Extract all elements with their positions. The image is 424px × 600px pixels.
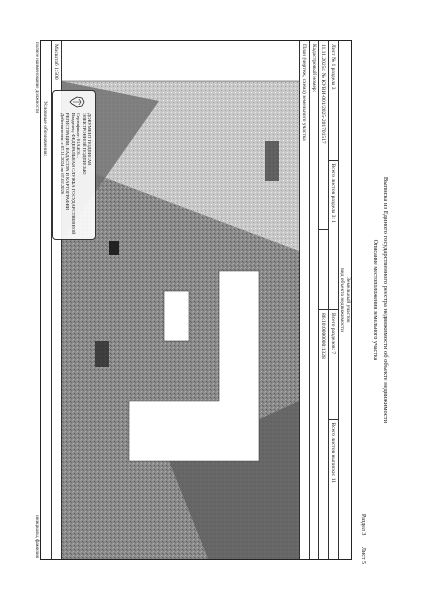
sheet-label: Лист 5 — [360, 546, 366, 564]
total-sheets-section: Всего листов раздела 3: 1 — [329, 160, 338, 310]
electronic-signature-stamp: ДОКУМЕНТ ПОДПИСАН ЭЛЕКТРОННОЙ ПОДПИСЬЮ С… — [52, 90, 96, 240]
table-row-plan: План (чертеж, схема) земельного участка — [299, 41, 309, 559]
table-title: Земельный участок вид объекта недвижимос… — [338, 41, 351, 559]
coat-of-arms-icon — [69, 96, 85, 108]
stamp-line-1: ДОКУМЕНТ ПОДПИСАН — [87, 113, 92, 166]
stamp-line-4: Владелец: ФЕДЕРАЛЬНАЯ СЛУЖБА ГОСУДАРСТВЕ… — [70, 113, 76, 235]
total-sections: Всего разделов: 7 — [329, 309, 338, 420]
land-plot-plan-image — [61, 41, 299, 559]
sheet-info: Раздел 3 Лист 5 — [360, 504, 366, 564]
legend-label: Условные обозначения: — [42, 101, 48, 157]
table-row-date: 11.11.2025г. № КУВИ-001/2025-201701517 8… — [318, 41, 328, 559]
plan-label: План (чертеж, схема) земельного участка — [301, 44, 308, 141]
cadastral-number: 86:10:0000000:1328 — [320, 312, 327, 359]
object-type-caption: вид объекта недвижимости — [339, 268, 345, 332]
table-row-sheets: Лист № 1 раздела 3 Всего листов раздела … — [328, 41, 338, 559]
section-label: Раздел 3 — [360, 513, 366, 536]
plan-scan-graphic — [61, 41, 299, 559]
document-header-title: Выписка из Единого государственного реес… — [382, 176, 389, 424]
rotated-document: Выписка из Единого государственного реес… — [32, 30, 392, 570]
date-number: 11.11.2025г. № КУВИ-001/2025-201701517 — [319, 41, 328, 231]
extract-table: Земельный участок вид объекта недвижимос… — [40, 40, 352, 560]
position-caption: полное наименование должности — [34, 42, 39, 114]
table-row-cadastral-label: Кадастровый номер: — [309, 41, 318, 559]
cadastral-label: Кадастровый номер: — [311, 44, 317, 93]
stamp-line-6: Действителен: с 07.11.2024 по 07.02.2026 — [59, 113, 65, 195]
object-type: Земельный участок — [345, 277, 351, 323]
stamp-line-2: ЭЛЕКТРОННОЙ ПОДПИСЬЮ — [81, 113, 87, 175]
total-sheets-extract: Всего листов выписки: 11 — [330, 422, 337, 484]
document-header-subtitle: Описание местоположения земельного участ… — [372, 239, 378, 361]
name-caption: инициалы, фамилия — [34, 515, 39, 558]
sheet-of-section: Лист № 1 раздела 3 — [329, 41, 338, 161]
signature-footer: полное наименование должности инициалы, … — [30, 40, 40, 560]
